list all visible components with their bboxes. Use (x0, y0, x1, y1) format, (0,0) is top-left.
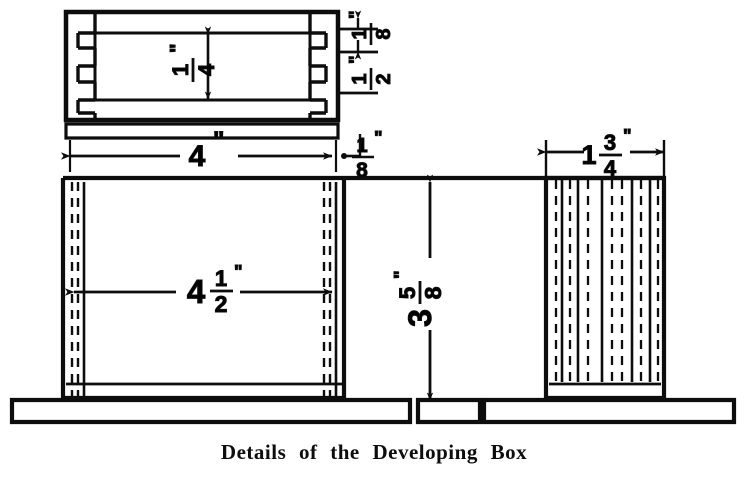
box-height-whole: 3 (402, 309, 438, 327)
block-outline (543, 175, 667, 401)
side-rail-numerator: 1 (349, 73, 371, 84)
lid-right-joint-profile (308, 10, 340, 120)
top-rail-numerator: 1 (349, 28, 371, 39)
label-wall-thickness: 1 8 " (352, 128, 383, 183)
developing-box-body (60, 175, 664, 401)
lid-left-joint-profile (64, 10, 97, 120)
label-lid-width: 4 " (188, 127, 225, 174)
wall-thickness-numerator: 1 (356, 135, 367, 157)
block-width-whole: 1 (581, 140, 596, 170)
frac-half: 1 2 " (346, 55, 396, 90)
box-height-denominator: 8 (420, 286, 446, 299)
dim-lid-right-leaders (340, 10, 378, 95)
lid-thickness-denominator: 4 (194, 63, 219, 76)
lid-bottom-plate (64, 122, 340, 140)
top-rail-inch-mark: " (346, 10, 366, 19)
base-board-left-section (9, 397, 413, 425)
box-width-inch-mark: " (234, 262, 243, 282)
label-lid-top-rail: 1 8 " (346, 10, 396, 45)
label-lid-thickness: 1 4 " (167, 43, 220, 82)
label-block-width: 1 3 4 " (581, 126, 632, 182)
base-board-mid-section (415, 397, 483, 425)
lid-width-value: 4 (189, 140, 206, 173)
frac-quarter: 1 4 " (167, 43, 220, 82)
lid-width-inch-mark: " (213, 127, 224, 154)
box-width-whole: 4 (187, 273, 206, 310)
wall-thickness-inch-mark: " (374, 128, 383, 148)
lid-thickness-numerator: 1 (168, 64, 193, 76)
box-width-numerator: 1 (215, 266, 227, 291)
label-box-height: 3 5 8 " (391, 270, 447, 327)
film-carrier-block (543, 175, 667, 401)
base-board-right-section (481, 397, 737, 425)
frac-three-five-eighths: 3 5 8 " (391, 270, 447, 327)
box-height-numerator: 5 (395, 287, 420, 299)
figure-caption: Details of the Developing Box (220, 440, 528, 464)
side-rail-inch-mark: " (346, 55, 366, 64)
side-rail-denominator: 2 (373, 73, 395, 84)
block-width-inch-mark: " (623, 126, 632, 146)
lid-thickness-inch-mark: " (167, 44, 189, 53)
frac-eighth-top: 1 8 " (346, 10, 396, 45)
box-width-denominator: 2 (215, 291, 228, 317)
dim-lid-width (61, 140, 338, 172)
dim-block-width (537, 140, 666, 176)
box-height-inch-mark: " (391, 270, 411, 279)
top-rail-denominator: 8 (373, 28, 395, 39)
base-board (9, 397, 737, 425)
label-box-width: 4 1 2 " (186, 262, 243, 318)
block-width-numerator: 3 (604, 130, 616, 155)
label-lid-side-rail: 1 2 " (346, 55, 396, 90)
lid-cross-section (63, 9, 341, 140)
drawing-ink: 1 4 " 1 8 " 1 2 (9, 9, 737, 425)
wall-thickness-denominator: 8 (356, 159, 368, 182)
block-width-denominator: 4 (604, 156, 617, 181)
